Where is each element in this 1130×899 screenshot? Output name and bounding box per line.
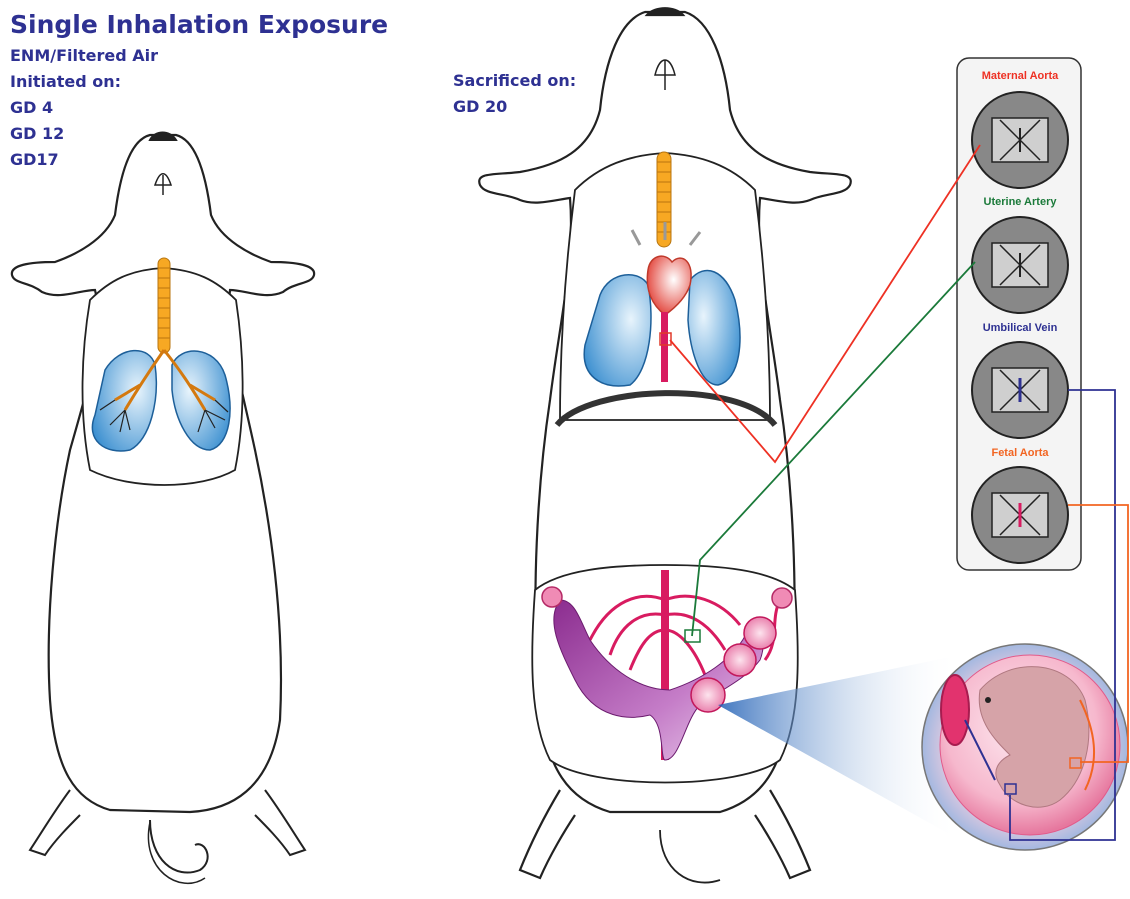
embryo-detail	[922, 644, 1128, 850]
myograph-chamber-3	[972, 342, 1068, 438]
sacrificed-label: Sacrificed on:	[453, 73, 576, 89]
initiated-label: Initiated on:	[10, 74, 121, 90]
left-rat	[12, 133, 314, 884]
left-trachea	[158, 258, 170, 353]
uterine-artery-label: Uterine Artery	[955, 196, 1085, 208]
maternal-aorta-label: Maternal Aorta	[955, 70, 1085, 82]
diagram-title: Single Inhalation Exposure	[10, 12, 388, 37]
gestation-day-4: GD 4	[10, 100, 53, 116]
umbilical-vein-label: Umbilical Vein	[955, 322, 1085, 334]
myograph-chamber-2	[972, 217, 1068, 313]
exposure-label: ENM/Filtered Air	[10, 48, 158, 64]
myograph-panel	[957, 58, 1081, 570]
sacrificed-day: GD 20	[453, 99, 507, 115]
fetal-aorta-label: Fetal Aorta	[955, 447, 1085, 459]
gestation-day-17: GD17	[10, 152, 59, 168]
gestation-day-12: GD 12	[10, 126, 64, 142]
myograph-chamber-1	[972, 92, 1068, 188]
myograph-chamber-4	[972, 467, 1068, 563]
